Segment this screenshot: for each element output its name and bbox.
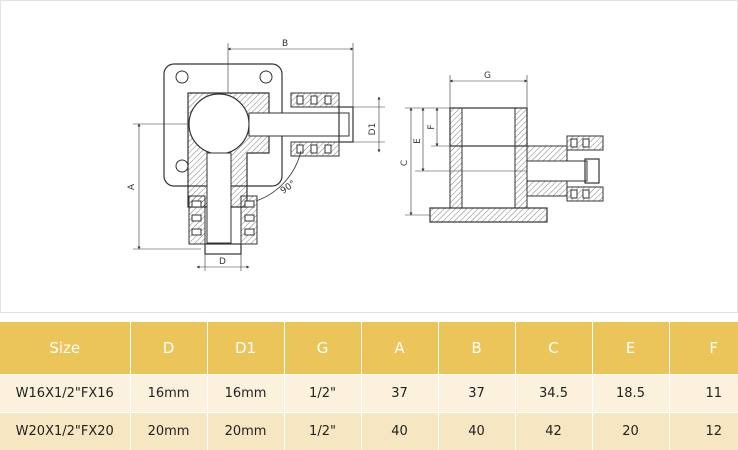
table-cell: W20X1/2"FX20 [0, 412, 130, 450]
column-header: Size [0, 322, 130, 375]
table-cell: 42 [514, 412, 592, 450]
column-header: A [360, 322, 438, 375]
table-cell: 40 [360, 412, 438, 450]
angle-arc [255, 150, 302, 202]
front-view [133, 43, 385, 271]
column-header: D [129, 322, 207, 375]
table-cell: 12 [668, 412, 738, 450]
table-cell: 20mm [206, 412, 284, 450]
base-flange [429, 207, 548, 223]
mount-hole [259, 70, 273, 84]
table-cell: 18.5 [591, 374, 669, 413]
table-cell: 11 [668, 374, 738, 413]
table-row: W16X1/2"FX16 16mm 16mm 1/2" 37 37 34.5 1… [0, 374, 738, 413]
dim-label-b: B [282, 39, 288, 49]
column-header: G [283, 322, 361, 375]
table-cell: W16X1/2"FX16 [0, 374, 130, 413]
table-cell: 1/2" [283, 374, 361, 413]
body-wall-left [449, 107, 463, 209]
dim-label-d: D [219, 257, 226, 267]
technical-drawing: B D1 A D 90° [0, 0, 738, 313]
outlet-bore [526, 160, 588, 182]
dim-label-f: F [427, 124, 437, 129]
table-cell: 20 [591, 412, 669, 450]
thread-section [449, 107, 528, 147]
dim-label-angle: 90° [279, 179, 298, 196]
column-header: D1 [206, 322, 284, 375]
table-cell: 1/2" [283, 412, 361, 450]
column-header: F [668, 322, 738, 375]
table-cell: 16mm [206, 374, 284, 413]
column-header: E [591, 322, 669, 375]
column-header: B [437, 322, 515, 375]
table-cell: 34.5 [514, 374, 592, 413]
side-view [405, 75, 604, 223]
bottom-pipe-end [204, 243, 242, 255]
body-wall-right [514, 107, 528, 209]
column-header: C [514, 322, 592, 375]
dim-label-a: A [127, 183, 137, 190]
vertical-bore [206, 152, 232, 244]
table-header-row: Size D D1 G A B C E F [0, 322, 738, 375]
table-cell: 37 [360, 374, 438, 413]
table-cell: 16mm [129, 374, 207, 413]
spec-table: Size D D1 G A B C E F W16X1/2"FX16 16mm … [0, 322, 738, 450]
dim-label-c: C [400, 160, 410, 166]
dim-label-d1: D1 [368, 123, 378, 136]
dim-label-e: E [413, 138, 423, 144]
dim-label-g: G [484, 71, 491, 81]
right-pipe-end [338, 106, 354, 143]
drawing-svg: B D1 A D 90° [127, 39, 604, 271]
table-cell: 40 [437, 412, 515, 450]
mount-hole [175, 70, 189, 84]
main-bore [188, 93, 250, 155]
horizontal-bore [248, 112, 350, 137]
mount-hole [175, 159, 189, 173]
table-row: W20X1/2"FX20 20mm 20mm 1/2" 40 40 42 20 … [0, 412, 738, 450]
table-cell: 37 [437, 374, 515, 413]
table-cell: 20mm [129, 412, 207, 450]
outlet-pipe-end [584, 158, 600, 184]
